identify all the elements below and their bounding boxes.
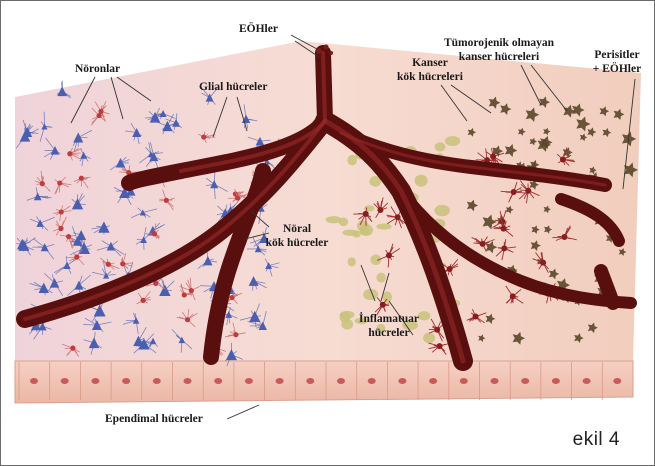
ependymal-cell-nucleus: [245, 378, 253, 384]
figure-caption: ekil 4: [573, 429, 620, 451]
ependymal-cell-nucleus: [214, 378, 222, 384]
ependymal-cell-nucleus: [91, 378, 99, 384]
cancer-stem-cell: [339, 218, 348, 227]
ependymal-cell-nucleus: [398, 378, 406, 384]
label-noral-line1: Nöral: [267, 223, 327, 236]
cancer-stem-cell: [376, 223, 391, 229]
cancer-stem-cell: [423, 333, 435, 344]
label-kanser-kok-line2: kök hücreleri: [385, 71, 475, 84]
label-noral-line2: kök hücreler: [259, 237, 335, 250]
ependymal-cell-nucleus: [306, 378, 314, 384]
cancer-stem-cell: [415, 175, 428, 187]
cancer-stem-cell: [376, 273, 385, 283]
cancer-stem-cell: [348, 257, 356, 266]
label-perisit-line2: + EÖHler: [585, 63, 649, 76]
cancer-stem-cell: [434, 205, 450, 216]
ependymal-cell-nucleus: [184, 378, 192, 384]
ependymal-cell-nucleus: [122, 378, 130, 384]
ependymal-cell-nucleus: [337, 378, 345, 384]
cancer-stem-cell: [383, 291, 392, 303]
ependymal-cell-nucleus: [583, 378, 591, 384]
ependymal-cell-nucleus: [552, 378, 560, 384]
cancer-stem-cell: [357, 220, 369, 231]
ependymal-cell-nucleus: [276, 378, 284, 384]
cancer-stem-cell: [445, 136, 460, 146]
label-ependimal: Ependimal hücreler: [105, 413, 203, 426]
cancer-stem-cell: [364, 205, 375, 211]
ependymal-cell-nucleus: [61, 378, 69, 384]
label-perisit-line1: Perisitler: [585, 49, 649, 62]
label-tumor-line1: Tümorojenik olmayan: [429, 37, 569, 50]
ependymal-cell-nucleus: [30, 378, 38, 384]
cancer-stem-cell: [352, 230, 360, 237]
ependymal-cell-nucleus: [521, 378, 529, 384]
label-inflam-line1: İnflamatuar: [349, 313, 429, 326]
label-tumor-line2: kanser hücreleri: [437, 51, 561, 64]
ependymal-cell-nucleus: [368, 378, 376, 384]
label-noronlar: Nöronlar: [75, 63, 120, 76]
cancer-stem-cell: [435, 142, 446, 151]
ependymal-cell-nucleus: [460, 378, 468, 384]
label-inflam-line2: hücreler: [355, 327, 423, 340]
ependymal-cell-nucleus: [613, 378, 621, 384]
ependymal-layer: [15, 361, 633, 403]
cancer-stem-cell: [347, 155, 357, 166]
ependymal-cell-nucleus: [153, 378, 161, 384]
label-eohler: EÖHler: [239, 23, 278, 36]
ependymal-cell-nucleus: [491, 378, 499, 384]
label-glial-hucreler: Glial hücreler: [199, 81, 267, 94]
ependymal-cell-nucleus: [429, 378, 437, 384]
